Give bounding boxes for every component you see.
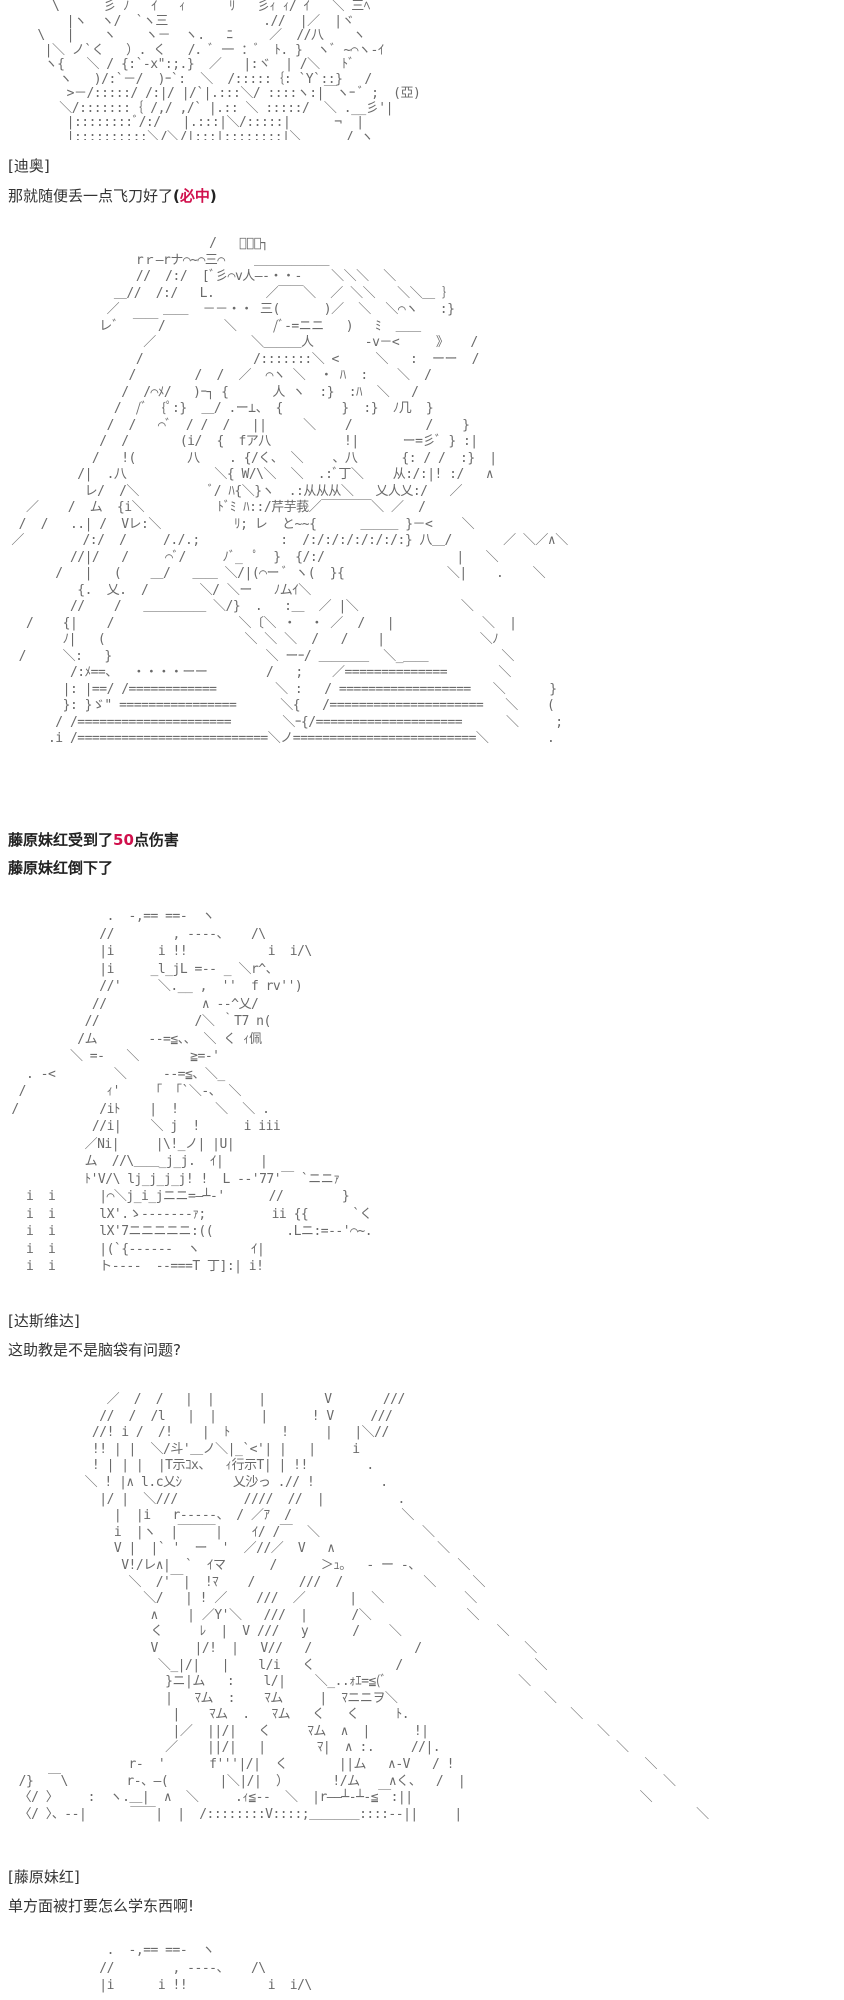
damage-message: 藤原妹红受到了50点伤害: [8, 830, 179, 850]
ascii-art-panel-2: / ﾞ－－┐ rｒ―rナ⌒~⌒三⌒ ＿＿＿＿＿＿ // /:/ [ﾞ彡⌒v人―-…: [11, 236, 568, 746]
dialogue-line-mokou: 单方面被打要怎么学东西啊!: [8, 1897, 195, 1915]
knockout-message: 藤原妹红倒下了: [8, 859, 114, 877]
ascii-art-panel-4: ／ / / | | | V /// // / /l | | | ! V /// …: [18, 1392, 710, 1822]
damage-text-post: 点伤害: [133, 831, 179, 849]
paren-close: ): [209, 187, 217, 205]
speaker-label-dio: [迪奥]: [8, 157, 50, 175]
damage-value: 50: [113, 831, 134, 849]
speaker-label-darth-vader: [达斯维达]: [8, 1312, 80, 1330]
paren-open: (: [173, 187, 180, 205]
ascii-art-panel-3: . -,== ==- ヽ // , ----、 /\ |i i !! i i/\…: [11, 909, 373, 1274]
ascii-art-panel-5: . -,== ==- ヽ // , ----、 /\ |i i !! i i/\: [99, 1943, 312, 1993]
speaker-label-mokou: [藤原妹红]: [8, 1868, 80, 1886]
dialogue-text: 那就随便丢一点飞刀好了: [8, 187, 174, 205]
dialogue-line-dio: 那就随便丢一点飞刀好了(必中): [8, 186, 217, 206]
ascii-art-panel-1: \ 彡 ﾉ ｲ ｨ ﾘ 彡ｨ ｨ/ ｲ ＼ 三ﾍ |ヽ ヽ/ `ヽ三 .// |…: [37, 0, 421, 140]
dialogue-line-darth-vader: 这助教是不是脑袋有问题?: [8, 1341, 181, 1359]
damage-text-pre: 藤原妹红受到了: [8, 831, 114, 849]
highlight-sure-hit: 必中: [179, 187, 210, 205]
